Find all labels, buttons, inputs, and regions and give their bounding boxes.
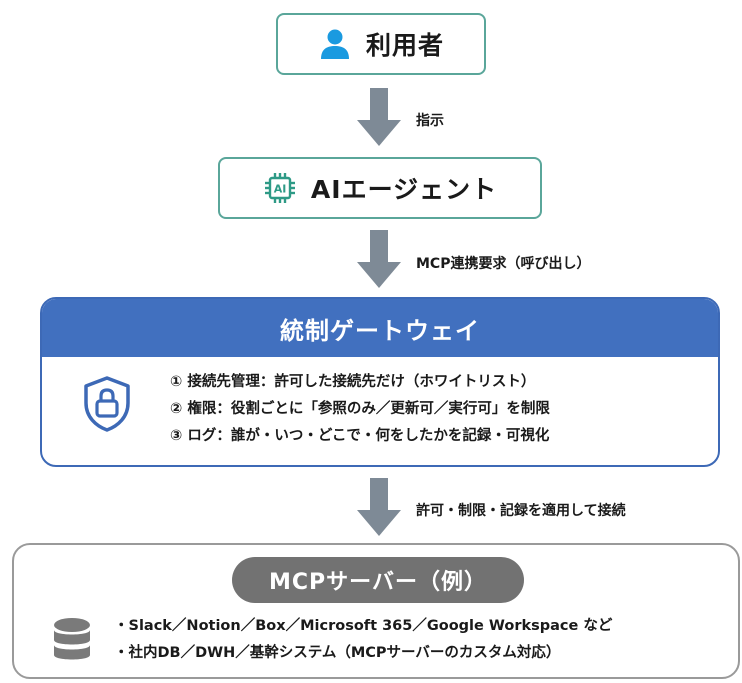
mcp-server-example-saas: ・Slack／Notion／Box／Microsoft 365／Google W… xyxy=(114,618,613,634)
arrow-label-apply: 許可・制限・記録を適用して接続 xyxy=(416,503,626,519)
gateway-rules: ① 接続先管理：許可した接続先だけ（ホワイトリスト） ② 権限：役割ごとに「参照… xyxy=(170,369,550,450)
gateway-title: 統制ゲートウェイ xyxy=(42,299,718,357)
mcp-server-examples: ・Slack／Notion／Box／Microsoft 365／Google W… xyxy=(114,613,612,667)
control-gateway-panel: 統制ゲートウェイ ① 接続先管理：許可した接続先だけ（ホワイトリスト） ② 権限… xyxy=(40,297,720,467)
mcp-server-example-internal: ・社内DB／DWH／基幹システム（MCPサーバーのカスタム対応） xyxy=(114,645,561,661)
mcp-servers-panel: MCPサーバー（例） ・Slack／Notion／Box／Microsoft 3… xyxy=(12,543,740,679)
arrow-down-icon xyxy=(357,478,401,536)
svg-text:AI: AI xyxy=(274,183,287,196)
database-icon xyxy=(54,618,90,660)
ai-agent-node-label: AIエージェント xyxy=(310,175,498,204)
gateway-rule-connection: ① 接続先管理：許可した接続先だけ（ホワイトリスト） xyxy=(170,374,536,390)
ai-chip-icon: AI xyxy=(264,173,295,203)
user-node: 利用者 xyxy=(276,13,486,75)
ai-agent-node: AI AIエージェント xyxy=(218,157,542,219)
arrow-down-icon xyxy=(357,88,401,146)
arrow-label-mcp-request: MCP連携要求（呼び出し） xyxy=(416,256,591,272)
arrow-down-icon xyxy=(357,230,401,288)
mcp-servers-title: MCPサーバー（例） xyxy=(232,557,524,603)
gateway-rule-permission: ② 権限：役割ごとに「参照のみ／更新可／実行可」を制限 xyxy=(170,401,550,417)
shield-lock-icon xyxy=(84,376,130,432)
person-icon xyxy=(320,29,349,59)
arrow-label-instruction: 指示 xyxy=(416,113,444,129)
gateway-rule-log: ③ ログ：誰が・いつ・どこで・何をしたかを記録・可視化 xyxy=(170,428,550,444)
user-node-label: 利用者 xyxy=(365,31,444,60)
